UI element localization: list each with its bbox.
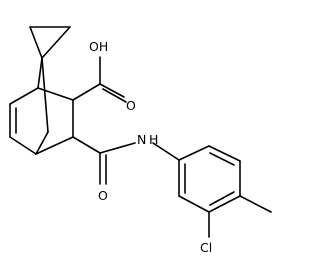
- bond: [37, 57, 43, 89]
- bond: [29, 26, 43, 59]
- bond: [208, 195, 241, 213]
- bond: [41, 57, 49, 133]
- double-bond-inner: [209, 191, 235, 206]
- carboxylic-acid-group: [72, 56, 127, 103]
- bond: [35, 131, 49, 155]
- bond: [152, 142, 180, 161]
- amide-nitrogen-label: N: [137, 132, 146, 147]
- bicyclic-core: [9, 57, 74, 155]
- double-bond-inner: [102, 88, 127, 103]
- bond: [208, 145, 241, 162]
- molecule-diagram: OH O N H O Cl: [9, 26, 272, 255]
- bond: [41, 26, 71, 59]
- hydroxyl-label: OH: [89, 39, 108, 54]
- chlorine-label: Cl: [200, 240, 212, 255]
- methyl-bond: [239, 195, 272, 213]
- bond: [178, 145, 210, 161]
- bond: [37, 87, 74, 101]
- bond: [99, 142, 136, 154]
- amide-carbonyl-oxygen-label: O: [98, 188, 108, 203]
- bond: [178, 195, 210, 213]
- amide-hydrogen-label: H: [149, 132, 158, 147]
- benzene-ring: [178, 145, 241, 213]
- cyclopropane-ring: [29, 26, 71, 59]
- bond: [9, 87, 39, 105]
- amide-group: [72, 136, 180, 185]
- bond: [35, 136, 74, 155]
- bond: [99, 83, 125, 98]
- bond: [72, 83, 101, 101]
- bond: [72, 136, 101, 154]
- bond: [9, 136, 37, 155]
- acid-carbonyl-oxygen-label: O: [126, 98, 136, 113]
- double-bond-inner: [209, 152, 235, 166]
